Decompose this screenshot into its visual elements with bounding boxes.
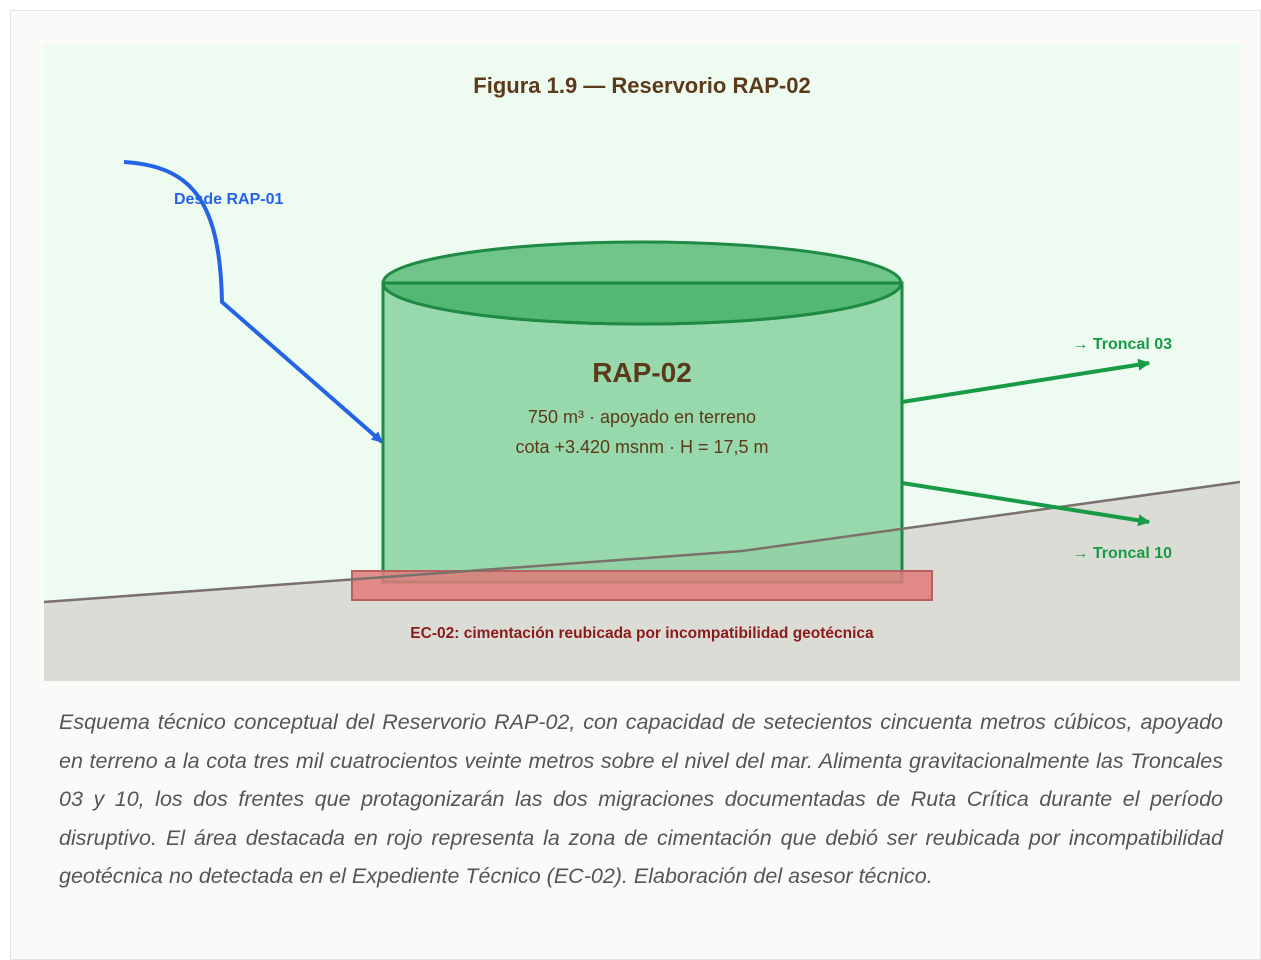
reservoir-diagram: Figura 1.9 — Reservorio RAP-02 RAP-02 75… — [44, 44, 1240, 681]
tank-body — [381, 281, 904, 584]
foundation-label: EC-02: cimentación reubicada por incompa… — [410, 625, 874, 642]
terrain-line — [44, 480, 1240, 604]
foundation-zone — [351, 570, 933, 601]
tank-name: RAP-02 — [592, 357, 692, 388]
inflow-pipe — [123, 160, 384, 444]
outflow-label-troncal-10: → Troncal 10 — [1072, 545, 1172, 562]
inflow-label: Desde RAP-01 — [174, 191, 283, 208]
figure-caption: Esquema técnico conceptual del Reservori… — [59, 710, 1223, 888]
outflow-pipe-troncal-10 — [901, 481, 1151, 527]
tank-capacity: 750 m³ · apoyado en terreno — [528, 407, 756, 427]
outflow-pipe-troncal-03 — [901, 358, 1151, 404]
document-page: Figura 1.9 — Reservorio RAP-02 RAP-02 75… — [10, 10, 1261, 960]
outflow-label-troncal-03: → Troncal 03 — [1072, 336, 1172, 353]
reservoir-tank — [381, 240, 904, 584]
tank-elevation: cota +3.420 msnm · H = 17,5 m — [515, 437, 768, 457]
tank-top-inner — [381, 281, 903, 326]
figure-title: Figura 1.9 — Reservorio RAP-02 — [473, 73, 810, 98]
reservoir-figure: Figura 1.9 — Reservorio RAP-02 RAP-02 75… — [44, 44, 1240, 681]
